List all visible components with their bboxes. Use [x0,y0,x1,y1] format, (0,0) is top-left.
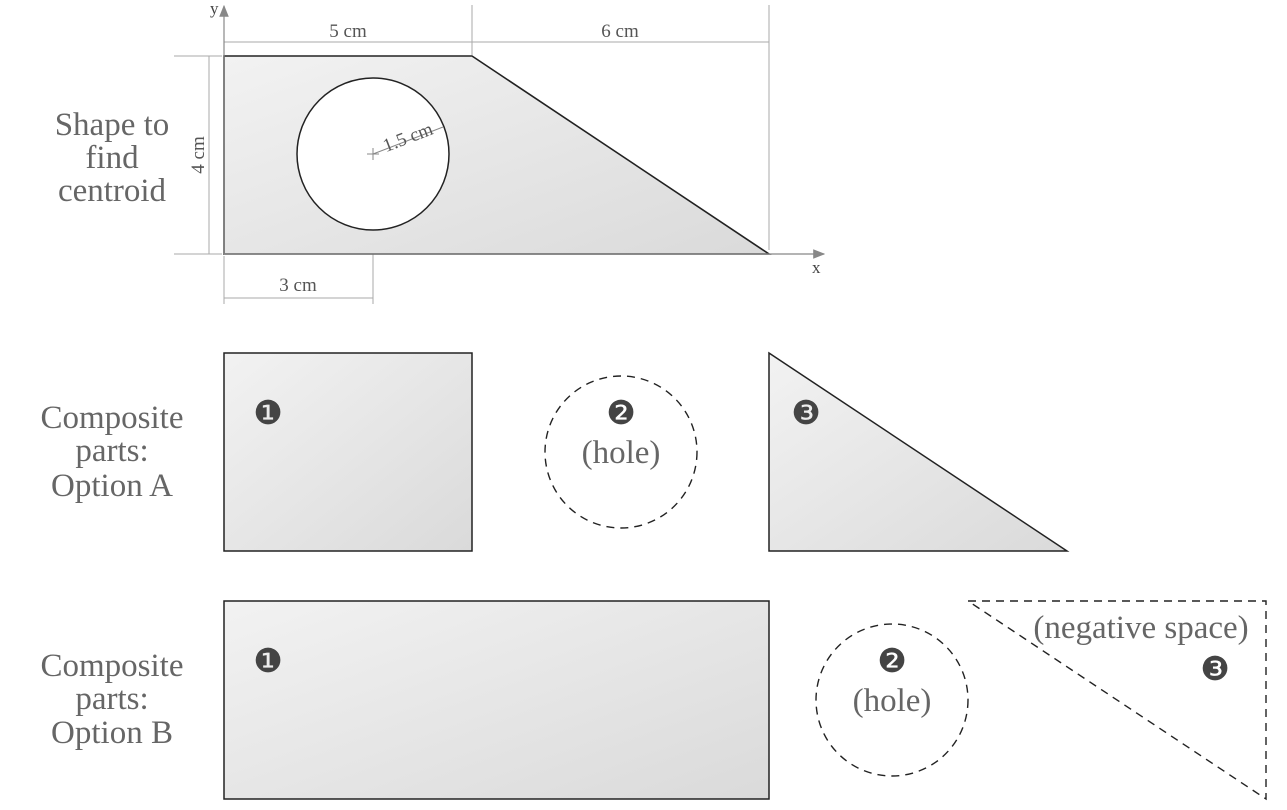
row-label-b-line2: parts: [75,681,148,717]
option-b-negative-triangle [965,600,1267,801]
row-label-a-line3: Option A [51,468,173,504]
option-b-part3-badge: ❸ [1200,652,1230,688]
option-b-part2-badge: ❷ [877,644,907,680]
y-axis-label: y [210,0,219,18]
dim-label-5cm: 5 cm [329,21,367,42]
dim-label-6cm: 6 cm [601,21,639,42]
row-label-option-b: Composite parts: Option B [40,648,183,751]
main-shape-group: y x 5 cm 6 cm 4 cm 1.5 cm 3 cm [174,0,826,304]
option-b-hole-circle [815,623,969,777]
option-a-part1-badge: ❶ [253,396,283,432]
row-label-a-line1: Composite [40,400,183,436]
row-label-option-a: Composite parts: Option A [40,400,183,504]
row-label-main: Shape to find centroid [55,107,170,209]
row-label-main-line2: find [85,140,139,176]
option-a-triangle [768,351,1070,552]
option-a-rectangle [223,352,473,552]
option-b-group: ❶ ❷ (hole) (negative space) ❸ [223,600,1267,801]
row-label-b-line1: Composite [40,648,183,684]
option-b-rectangle [223,600,770,800]
row-label-a-line2: parts: [75,433,148,469]
option-a-hole-circle [544,375,698,529]
option-b-negative-note: (negative space) [1033,610,1248,646]
option-a-part2-badge: ❷ [606,396,636,432]
option-a-part3-badge: ❸ [791,396,821,432]
row-label-main-line3: centroid [58,173,167,209]
dim-label-3cm: 3 cm [279,275,317,296]
row-label-main-line1: Shape to [55,107,170,143]
option-b-hole-note: (hole) [853,683,932,719]
row-label-b-line3: Option B [51,715,173,751]
dim-label-4cm: 4 cm [188,136,209,174]
option-b-part1-badge: ❶ [253,644,283,680]
x-axis-label: x [812,258,821,277]
option-a-hole-note: (hole) [582,435,661,471]
option-a-group: ❶ ❷ (hole) ❸ [223,351,1070,552]
radius-line [372,126,444,155]
